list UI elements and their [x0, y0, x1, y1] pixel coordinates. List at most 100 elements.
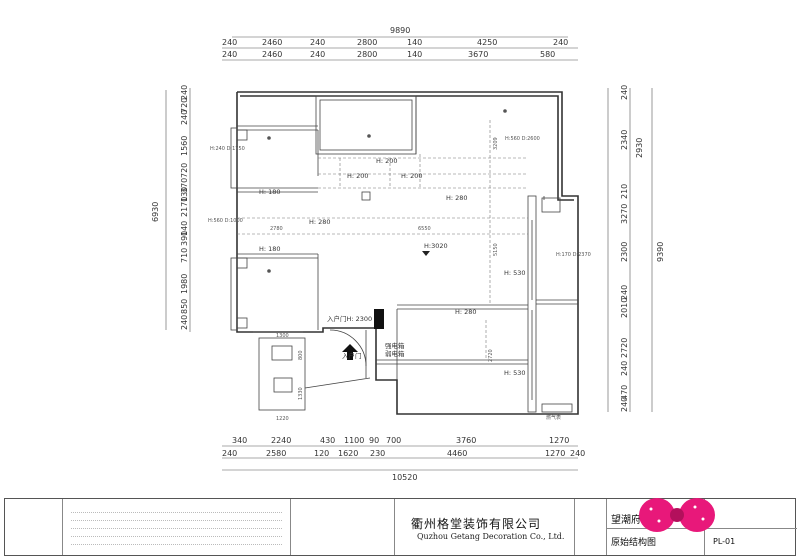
- window-note-c: H:240 D:1750: [210, 146, 245, 152]
- dim-800: 800: [298, 350, 304, 360]
- tb-code: [705, 499, 797, 555]
- dim-top-row2-5: 3670: [468, 50, 488, 59]
- dim-top-row1-3: 2800: [357, 38, 377, 47]
- label-h530-a: H: 530: [504, 269, 526, 277]
- dim-left-11: 1980: [180, 274, 189, 294]
- dim-bottom-row1-0: 340: [232, 436, 247, 445]
- dim-top-row1-2: 240: [310, 38, 325, 47]
- dim-bottom-total: 10520: [392, 473, 417, 482]
- label-h200-a: H: 200: [376, 157, 398, 165]
- company-name-en: Quzhou Getang Decoration Co., Ltd.: [417, 532, 565, 541]
- dim-5150: 5150: [493, 243, 499, 256]
- label-h3020: H:3020: [424, 242, 448, 250]
- tb-notes-lines: [63, 499, 290, 551]
- dim-top-row1-5: 4250: [477, 38, 497, 47]
- dim-left-12: 850: [180, 299, 189, 314]
- company-name-cn: 衢州格堂装饰有限公司: [411, 517, 542, 531]
- dim-right-upper: 2930: [635, 138, 644, 158]
- detail-inset: 1220 1300 800 1330: [253, 331, 371, 422]
- dim-left-9: 390: [180, 231, 189, 246]
- dim-top-row2-1: 2460: [262, 50, 282, 59]
- dim-right-1: 2340: [620, 130, 629, 150]
- dim-top-total: 9890: [390, 26, 410, 35]
- label-h180-b: H: 180: [259, 245, 281, 253]
- dim-bottom-row1-3: 1100: [344, 436, 364, 445]
- label-boiler: 燃气表: [546, 414, 561, 421]
- dim-left-8: 140: [180, 221, 189, 236]
- dim-left-7: 2170: [180, 197, 189, 217]
- level-marker-icon: [422, 251, 430, 256]
- dim-bottom-row2-6: 1270: [545, 449, 565, 458]
- tb-notes: [63, 499, 291, 555]
- dim-top-row2-3: 2800: [357, 50, 377, 59]
- dim-top-row1-6: 240: [553, 38, 568, 47]
- dim-bottom-row2-5: 4460: [447, 449, 467, 458]
- dim-bottom-row1-6: 3760: [456, 436, 476, 445]
- dim-right-4: 2300: [620, 242, 629, 262]
- bottom-dimensions: 340 2240 430 1100 90 700 3760 1270 240 2580 120 16…: [222, 436, 585, 482]
- dim-bottom-row2-7: 240: [570, 449, 585, 458]
- dim-right-6: 2010: [620, 298, 629, 318]
- dim-left-2: 240: [180, 110, 189, 125]
- label-h280-c: H: 280: [455, 308, 477, 316]
- dim-bottom-row1-5: 700: [386, 436, 401, 445]
- dim-6550: 6550: [418, 226, 431, 232]
- dim-bottom-row1-4: 90: [369, 436, 379, 445]
- dim-1220: 1220: [276, 416, 289, 422]
- drawing-code: PL-01: [713, 537, 736, 546]
- dim-3209: 3209: [493, 137, 499, 150]
- dim-right-7: 2720: [620, 338, 629, 358]
- dim-1330: 1330: [298, 387, 304, 400]
- label-h530-b: H: 530: [504, 369, 526, 377]
- dim-bottom-row1-7: 1270: [549, 436, 569, 445]
- dim-bottom-row2-0: 240: [222, 449, 237, 458]
- tb-labels: [575, 499, 607, 555]
- dim-left-10: 710: [180, 248, 189, 263]
- beams: [237, 120, 528, 360]
- dim-bottom-row1-2: 430: [320, 436, 335, 445]
- dim-right-0: 240: [620, 85, 629, 100]
- dim-bottom-row2-1: 2580: [266, 449, 286, 458]
- dim-left-6: 130: [180, 187, 189, 202]
- left-dimensions: 6930 24072024015607203701302170140390710…: [151, 85, 191, 332]
- dim-left-3: 1560: [180, 136, 189, 156]
- dim-top-row2-4: 140: [407, 50, 422, 59]
- title-block: 衢州格堂装饰有限公司 Quzhou Getang Decoration Co.,…: [4, 498, 797, 556]
- dim-1300: 1300: [276, 333, 289, 339]
- dim-left-5: 370: [180, 178, 189, 193]
- dim-bottom-row1-1: 2240: [271, 436, 291, 445]
- dim-right-5: 240: [620, 285, 629, 300]
- dim-right-8: 240: [620, 361, 629, 376]
- dim-left-outer: 6930: [151, 202, 160, 222]
- label-h280-b: H: 280: [309, 218, 331, 226]
- dim-right-9: 470: [620, 385, 629, 400]
- dim-top-row1-4: 140: [407, 38, 422, 47]
- label-weak-box: 弱电箱: [385, 349, 405, 358]
- label-h200-c: H: 200: [401, 172, 423, 180]
- dim-bottom-row2-2: 120: [314, 449, 329, 458]
- window-note-b: H:170 D:2370: [556, 252, 591, 258]
- label-h280-a: H: 280: [446, 194, 468, 202]
- label-strong-box: 强电箱: [385, 341, 405, 350]
- label-h180-a: H: 180: [259, 188, 281, 196]
- dim-left-1: 720: [180, 98, 189, 113]
- walls: [230, 91, 579, 415]
- dim-bottom-row2-3: 1620: [338, 449, 358, 458]
- height-labels: H: 200 H: 200 H: 200 H: 180 H: 280 H: 28…: [208, 136, 591, 421]
- dim-left-4: 720: [180, 163, 189, 178]
- label-door-height: 入户门H: 2300: [327, 314, 372, 323]
- dim-2720: 2720: [488, 349, 494, 362]
- window-note-d: H:560 D:1000: [208, 218, 243, 224]
- dim-right-2: 210: [620, 184, 629, 199]
- dim-right-outer: 9390: [656, 242, 665, 262]
- dim-top-row1-0: 240: [222, 38, 237, 47]
- window-note-a: H:560 D:2600: [505, 136, 540, 142]
- project-name: 望潮府: [611, 515, 641, 526]
- dim-left-13: 240: [180, 315, 189, 330]
- dim-top-row2-0: 240: [222, 50, 237, 59]
- drawing-name: 原始结构图: [611, 538, 657, 548]
- dim-left-0: 240: [180, 85, 189, 100]
- tb-company: [395, 499, 575, 555]
